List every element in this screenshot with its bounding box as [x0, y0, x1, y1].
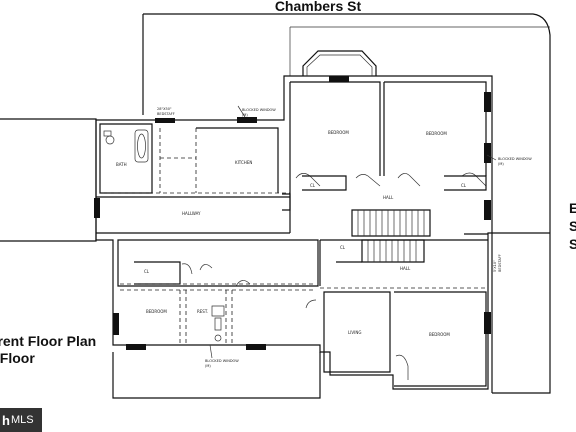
watermark-brand: h [2, 412, 10, 428]
window-mark [237, 117, 257, 123]
room-label-cl: CL [340, 245, 346, 250]
street-label-right: S [569, 236, 576, 252]
street-label-right: S [569, 218, 576, 234]
room-label-cl: CL [144, 269, 150, 274]
bedroom-bottom-walls [394, 291, 487, 387]
bathtub-basin-icon [137, 133, 146, 159]
room-label-bedroom: BEDROOM [328, 130, 349, 135]
window-mark [155, 118, 175, 123]
room-label-hall: HALL [383, 195, 394, 200]
rest-fixtures [211, 305, 225, 331]
note-leader [209, 105, 497, 359]
side-line-right [289, 26, 550, 76]
window-mark [246, 344, 266, 350]
room-label-bedroom: BEDROOM [426, 131, 447, 136]
mls-watermark: h MLS [0, 408, 42, 432]
lower-wing-top [117, 239, 319, 287]
plan-caption: l Floor [0, 350, 35, 366]
street-label-right: E [569, 200, 576, 216]
kitchen-counter [159, 128, 197, 193]
lower-wing-dash [120, 283, 316, 345]
stair-lower [361, 239, 425, 263]
room-label-cl: CL [461, 183, 467, 188]
site-boundary-top [142, 13, 551, 233]
window-mark [126, 344, 146, 350]
window-mark [484, 143, 491, 163]
bedroom-door-swings [295, 172, 487, 187]
room-label-hall: HALL [400, 266, 411, 271]
stair-upper [351, 209, 431, 237]
window-mark [94, 198, 100, 218]
bottom-door-swings [395, 354, 409, 380]
lower-door-swings [181, 263, 317, 309]
rest-toilet-icon [214, 334, 222, 342]
mid-hall-walls [319, 239, 488, 286]
window-mark [329, 76, 349, 82]
lower-wing-closet [134, 261, 181, 285]
closet-walls [302, 175, 487, 191]
window-mark [484, 92, 491, 112]
room-label-kitchen: KITCHEN [235, 160, 252, 165]
note-blocked-window: (M) [242, 113, 248, 117]
stair-lower-treads [367, 240, 417, 262]
street-label-top: Chambers St [274, 0, 362, 14]
room-label-hallway: HALLWAY [182, 211, 201, 216]
bay-window [302, 50, 377, 76]
note-blocked-window: BLOCKED WINDOW [498, 157, 532, 161]
kitchen-walls [196, 127, 279, 193]
note-dimension: 28"X50" [157, 107, 172, 111]
site-boundary-right [492, 233, 551, 394]
toilet-icon [105, 135, 115, 145]
adjacent-lot-bottom [112, 352, 321, 399]
plan-caption: rrent Floor Plan [0, 333, 97, 349]
bay-window-inner [306, 54, 373, 76]
adjacent-lot-left [0, 118, 97, 242]
note-blocked-window: (M) [205, 364, 211, 368]
top-corridor-wall [96, 196, 290, 234]
note-dimension: BEDSTAFF [157, 112, 175, 116]
note-dimension: BEDSTAFF [498, 254, 502, 272]
room-label-living: LIVING [348, 330, 361, 335]
bedroom-top-walls [289, 81, 487, 233]
bath-walls [99, 123, 153, 194]
window-mark [484, 200, 491, 220]
room-label-cl: CL [310, 183, 316, 188]
note-blocked-window: (M) [498, 162, 504, 166]
room-label-rest: REST. [197, 309, 208, 314]
living-walls [323, 291, 391, 373]
note-dimension: 5'X10" [493, 260, 497, 272]
window-mark [484, 312, 491, 334]
hall-connector [282, 193, 488, 235]
watermark-suffix: MLS [10, 414, 34, 426]
bathtub-icon [134, 129, 149, 163]
room-label-bedroom: BEDROOM [146, 309, 167, 314]
room-label-bath: BATH [116, 162, 127, 167]
window-mark [113, 313, 119, 335]
stair-upper-treads [357, 210, 425, 236]
sink-icon [103, 130, 112, 137]
note-blocked-window: BLOCKED WINDOW [242, 108, 276, 112]
note-blocked-window: BLOCKED WINDOW [205, 359, 239, 363]
room-label-bedroom: BEDROOM [429, 332, 450, 337]
